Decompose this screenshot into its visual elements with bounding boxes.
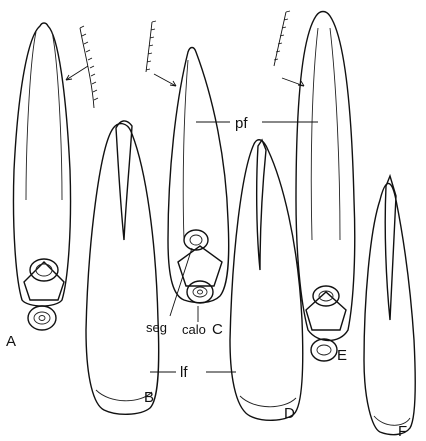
pf-label: pf [235, 115, 248, 132]
panel-label-c: C [212, 321, 223, 338]
margin-detail-a [66, 26, 98, 108]
floret-d [230, 140, 303, 421]
floret-c [168, 48, 229, 304]
floret-f [364, 176, 415, 435]
panel-label-a: A [6, 333, 16, 350]
panel-label-f: F [398, 423, 407, 440]
floret-e [296, 12, 355, 362]
panel-label-e: E [337, 347, 347, 364]
floret-a [13, 23, 70, 330]
panel-label-b: B [144, 389, 154, 406]
panel-label-d: D [284, 405, 295, 422]
calo-label: calo [182, 322, 206, 337]
floret-b [86, 121, 159, 414]
margin-detail-e [274, 11, 304, 86]
lf-label: lf [180, 364, 188, 381]
margin-detail-c [146, 21, 176, 86]
seg-leader-line [170, 248, 192, 316]
seg-label: seg [146, 320, 167, 335]
